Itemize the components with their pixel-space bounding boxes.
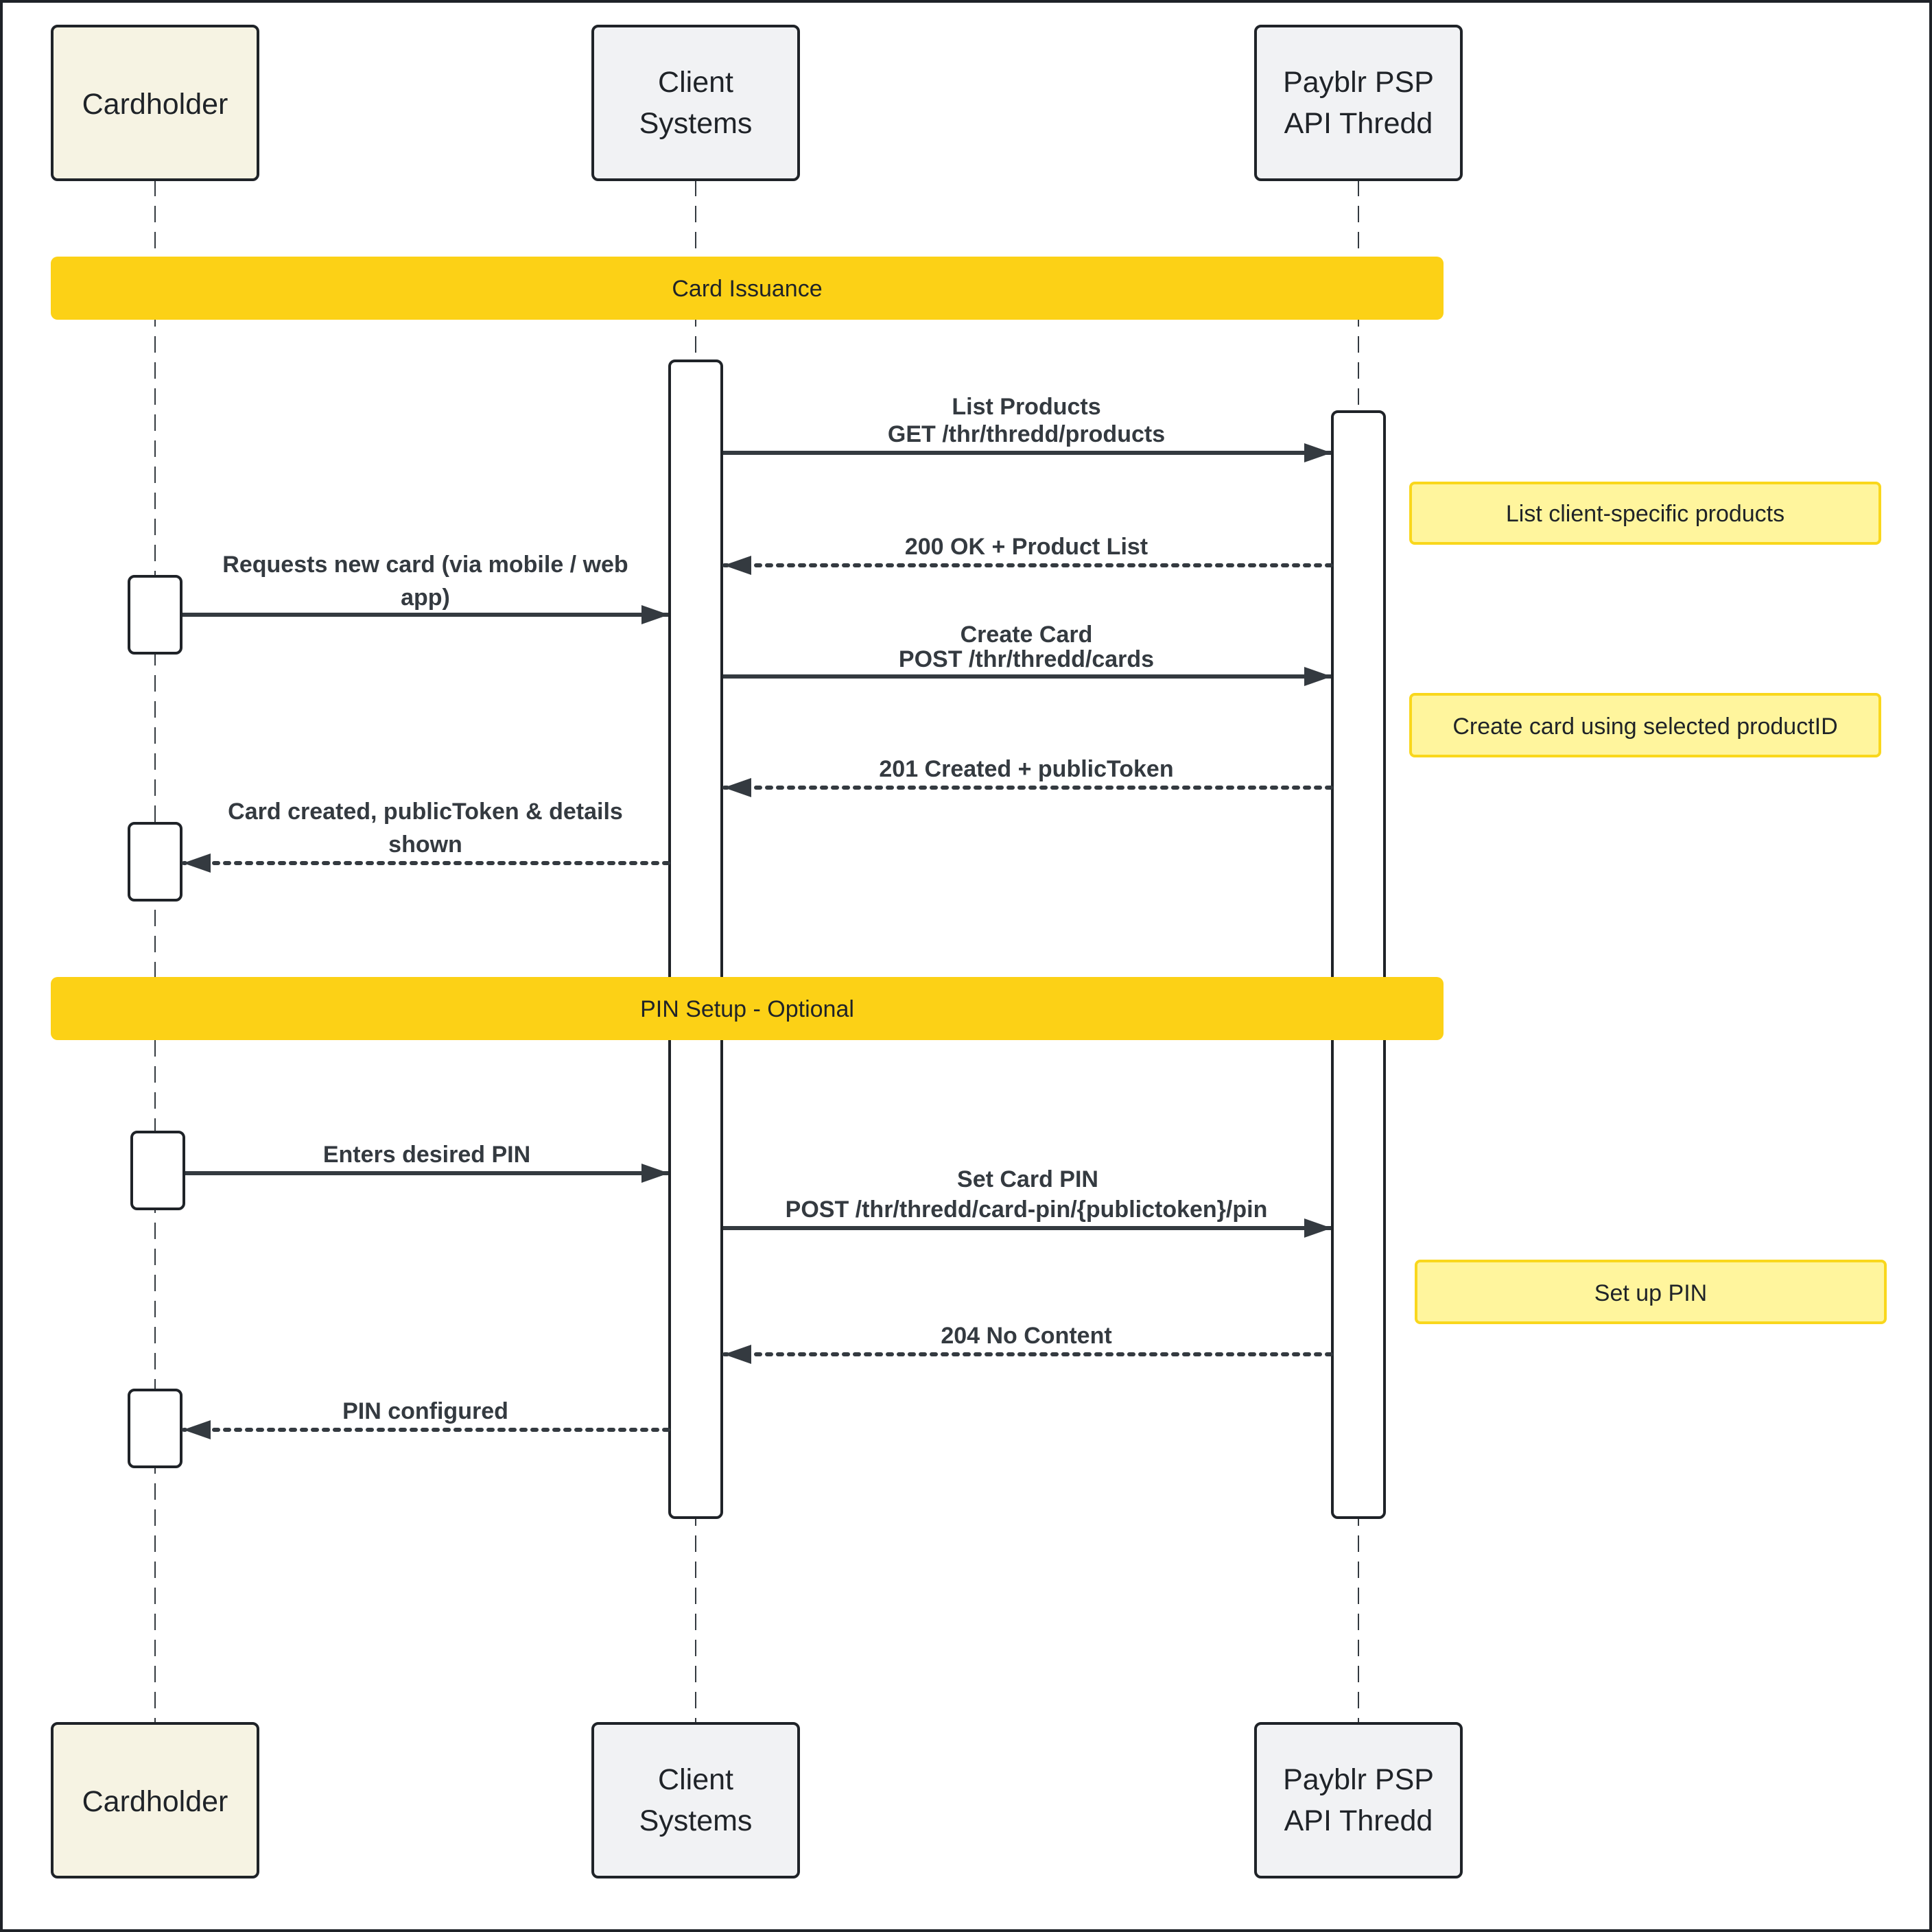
message-label: Set Card PIN — [957, 1166, 1098, 1192]
activation-cardholder-2 — [128, 822, 182, 902]
note-label: Create card using selected productID — [1452, 714, 1837, 740]
participant-label: Systems — [639, 107, 753, 140]
message-label: Create Card — [961, 622, 1093, 648]
participant-label: Cardholder — [82, 88, 228, 121]
message-label: Card created, publicToken & details — [228, 799, 623, 825]
message-no-content-response: 204 No Content — [722, 1323, 1333, 1364]
message-product-list-response: 200 OK + Product List — [722, 534, 1333, 575]
participant-cardholder-top: Cardholder — [51, 25, 259, 181]
note-label: Set up PIN — [1594, 1280, 1707, 1306]
message-pin-configured: PIN configured — [182, 1398, 670, 1439]
message-set-card-pin: Set Card PIN POST /thr/thredd/card-pin/{… — [723, 1166, 1332, 1238]
message-label: GET /thr/thredd/products — [888, 421, 1165, 447]
message-label: 204 No Content — [941, 1323, 1111, 1349]
message-created-response: 201 Created + publicToken — [722, 756, 1333, 797]
message-label: 201 Created + publicToken — [879, 756, 1173, 782]
message-label: POST /thr/thredd/card-pin/{publictoken}/… — [786, 1197, 1268, 1223]
section-pin-setup: PIN Setup - Optional — [51, 977, 1444, 1040]
participant-label: API Thredd — [1284, 107, 1433, 140]
participant-label: Cardholder — [82, 1785, 228, 1818]
activation-cardholder-1 — [128, 575, 182, 655]
note-setup-pin: Set up PIN — [1415, 1260, 1887, 1324]
message-label: List Products — [952, 394, 1100, 420]
participant-label: Client — [658, 66, 733, 99]
message-list-products: List Products GET /thr/thredd/products — [723, 394, 1332, 462]
participant-payblr-psp-bottom: Payblr PSP API Thredd — [1254, 1722, 1463, 1878]
message-create-card: Create Card POST /thr/thredd/cards — [723, 622, 1332, 686]
note-create-card: Create card using selected productID — [1409, 693, 1881, 757]
message-label: POST /thr/thredd/cards — [899, 646, 1154, 672]
section-label: PIN Setup - Optional — [640, 996, 854, 1022]
message-label: shown — [388, 832, 462, 858]
message-label: app) — [401, 585, 450, 611]
note-label: List client-specific products — [1506, 501, 1784, 527]
participant-label: Payblr PSP — [1283, 66, 1434, 99]
activation-payblr-psp — [1331, 410, 1386, 1519]
participant-client-systems-top: Client Systems — [591, 25, 800, 181]
participant-label: API Thredd — [1284, 1804, 1433, 1837]
message-card-shown: Card created, publicToken & details show… — [182, 799, 670, 873]
message-request-new-card: Requests new card (via mobile / web app) — [182, 552, 669, 624]
message-label: PIN configured — [342, 1398, 508, 1424]
activation-cardholder-4 — [128, 1389, 182, 1468]
note-list-products: List client-specific products — [1409, 482, 1881, 545]
message-label: Enters desired PIN — [323, 1142, 530, 1168]
message-label: 200 OK + Product List — [905, 534, 1148, 560]
participant-label: Systems — [639, 1804, 753, 1837]
message-enter-pin: Enters desired PIN — [185, 1142, 669, 1183]
activation-client-systems — [668, 360, 723, 1519]
section-card-issuance: Card Issuance — [51, 257, 1444, 320]
section-label: Card Issuance — [672, 276, 822, 302]
message-label: Requests new card (via mobile / web — [222, 552, 628, 578]
participant-label: Client — [658, 1763, 733, 1796]
participant-label: Payblr PSP — [1283, 1763, 1434, 1796]
activation-cardholder-3 — [130, 1131, 185, 1210]
participant-client-systems-bottom: Client Systems — [591, 1722, 800, 1878]
participant-payblr-psp-top: Payblr PSP API Thredd — [1254, 25, 1463, 181]
participant-cardholder-bottom: Cardholder — [51, 1722, 259, 1878]
